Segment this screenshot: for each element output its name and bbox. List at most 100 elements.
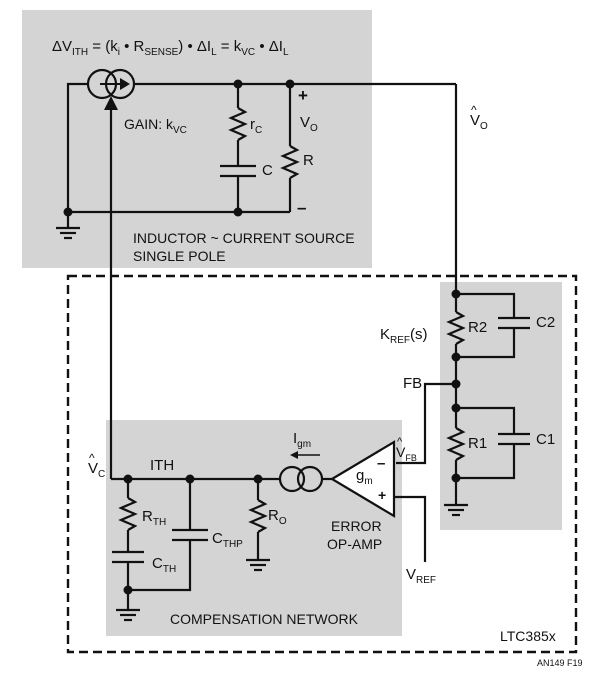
ro-label: RO: [268, 507, 287, 527]
vo-sub: O: [310, 123, 318, 134]
vfb-label: ^VFB: [396, 436, 417, 463]
vref-wire: [394, 495, 427, 562]
c2-wire: [456, 292, 516, 318]
kref-suffix: (s): [410, 326, 428, 343]
vfb-text: V: [396, 444, 406, 460]
eq-part: • ΔI: [255, 38, 283, 55]
chip-label: LTC385x: [500, 628, 556, 644]
arrow-left-icon: [290, 451, 320, 459]
vc-hat-text: V: [88, 460, 99, 477]
ground-icon: [444, 503, 468, 517]
eq-part: = (k: [88, 38, 118, 55]
fb-branch-wire: [396, 382, 456, 465]
c2-wire-bottom: [456, 328, 516, 359]
compensation-caption: COMPENSATION NETWORK: [170, 611, 358, 627]
r-label: R: [303, 152, 314, 169]
cthp-label: CTHP: [212, 530, 243, 550]
r1-label: R1: [468, 435, 488, 452]
kref-label: KREF(s): [380, 326, 428, 346]
ground-icon: [116, 608, 140, 622]
gain-label: GAIN: kVC: [124, 116, 187, 136]
vo-text: V: [300, 114, 311, 131]
inductor-caption-line2: SINGLE POLE: [133, 248, 226, 264]
cthp-text: C: [212, 530, 223, 547]
node-dot: [233, 207, 243, 217]
igm-label: Igm: [293, 430, 311, 450]
ground-icon: [246, 558, 270, 572]
plus-label: +: [298, 86, 308, 105]
vref-label: VREF: [406, 566, 436, 586]
kref-text: K: [380, 326, 391, 343]
resistor-rc-icon: [228, 107, 248, 141]
inductor-caption-line1: INDUCTOR ~ CURRENT SOURCE: [133, 230, 355, 246]
r2-label: R2: [468, 319, 488, 336]
minus-label: –: [297, 198, 307, 217]
cthp-wire-bottom: [128, 540, 192, 592]
fb-label: FB: [403, 375, 423, 392]
vc-hat-caret: ^: [89, 451, 95, 465]
resistor-r2-icon: [446, 311, 466, 345]
rc-label: rC: [250, 116, 262, 136]
cth-text: C: [152, 555, 163, 572]
ith-label: ITH: [150, 457, 175, 474]
resistor-r1-icon: [446, 427, 466, 461]
rth-label: RTH: [142, 508, 166, 528]
rc-sub: C: [255, 125, 263, 136]
c1-wire: [456, 406, 516, 434]
eq-part: ΔV: [52, 38, 73, 55]
ro-text: R: [268, 507, 279, 524]
c1-label: C1: [536, 431, 556, 448]
vfb-caret: ^: [397, 436, 403, 448]
gain-text: GAIN: k: [124, 116, 174, 132]
vfb-sub: FB: [405, 452, 417, 463]
eq-sub: VC: [241, 47, 256, 58]
rth-sub: TH: [152, 517, 167, 528]
divider-panel: [440, 282, 562, 530]
rth-text: R: [142, 508, 153, 525]
c2-label: C2: [536, 314, 556, 331]
eq-part: ) • ΔI: [178, 38, 212, 55]
c-label: C: [262, 162, 273, 179]
vo-hat-text: V: [470, 112, 481, 129]
resistor-r-icon: [280, 145, 300, 179]
chip-boundary: [66, 274, 578, 654]
vo-hat-caret: ^: [471, 103, 477, 117]
resistor-ro-icon: [248, 499, 268, 533]
equation: ΔVITH = (ki • RSENSE) • ΔIL = kVC • ΔIL: [52, 38, 289, 58]
amp-label-line1: ERROR: [331, 518, 382, 534]
gm-text: g: [356, 467, 365, 484]
figure-id: AN149 F19: [537, 658, 583, 668]
eq-sub: L: [211, 47, 217, 58]
current-source-icon: [86, 68, 136, 100]
amp-plus-label: +: [378, 487, 387, 503]
cthp-sub: THP: [222, 539, 243, 550]
eq-sub: ITH: [72, 47, 89, 58]
rc-text: r: [250, 116, 255, 133]
eq-part: = k: [216, 38, 242, 55]
opamp-icon: [329, 440, 396, 518]
vref-text: V: [406, 566, 417, 583]
arrow-up-icon: [104, 96, 118, 110]
cth-label: CTH: [152, 555, 176, 575]
vc-hat-label: ^VC: [88, 451, 106, 480]
top-wire-left: [66, 82, 88, 212]
igm-sub: gm: [297, 439, 312, 450]
gain-sub: VC: [173, 124, 187, 136]
compensation-panel: [106, 420, 402, 636]
vo-label: VO: [300, 114, 318, 134]
vc-hat-sub: C: [98, 469, 106, 480]
amp-label-line2: OP-AMP: [327, 536, 383, 552]
kref-sub: REF: [390, 335, 411, 346]
eq-sub: L: [282, 47, 289, 58]
gm-label: gm: [356, 467, 373, 487]
eq-sub: SENSE: [144, 47, 179, 58]
inductor-panel: [22, 10, 372, 268]
cth-sub: TH: [162, 564, 177, 575]
node-dot: [63, 207, 73, 217]
gm-sub: m: [364, 476, 373, 487]
ground-icon: [56, 226, 80, 240]
ro-sub: O: [278, 516, 287, 527]
igm-text: I: [293, 430, 298, 447]
